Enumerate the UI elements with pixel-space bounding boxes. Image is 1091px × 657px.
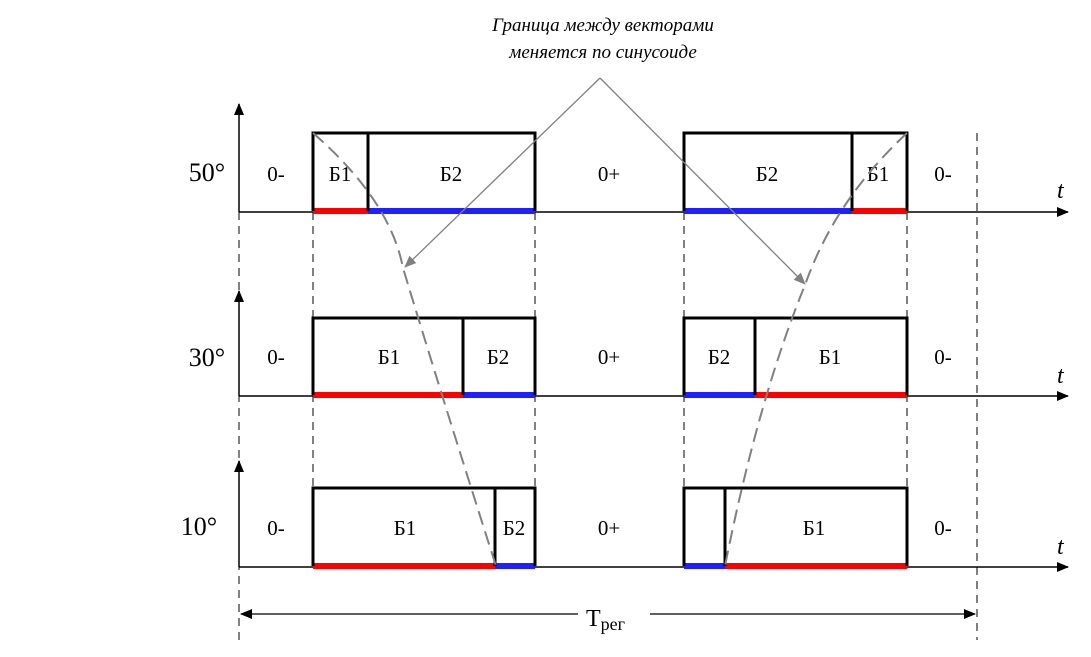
segment-zero-minus: 0- [934, 162, 952, 186]
pulse-outline [682, 316, 909, 395]
segment-b1: Б1 [803, 516, 826, 540]
segment-zero-plus: 0+ [598, 345, 620, 369]
period-symbol: T [586, 606, 601, 632]
row-30: 30° t 0- Б1 Б2 0+ Б2 Б1 0- [189, 290, 1069, 401]
segment-b2: Б2 [503, 516, 526, 540]
segment-b1: Б1 [819, 345, 842, 369]
row-label: 30° [189, 343, 225, 372]
segment-b1: Б1 [329, 162, 352, 186]
segment-zero-minus: 0- [934, 345, 952, 369]
pulse-outline [682, 486, 909, 566]
segment-b1: Б1 [378, 345, 401, 369]
segment-zero-plus: 0+ [598, 162, 620, 186]
segment-b1: Б1 [867, 162, 890, 186]
time-axis-label: t [1057, 178, 1065, 204]
row-10: 10° t 0- Б1 Б2 0+ Б1 0- [181, 460, 1069, 572]
row-label: 10° [181, 512, 217, 541]
period-label: Tрег [586, 606, 625, 634]
segment-zero-minus: 0- [267, 162, 285, 186]
segment-b2: Б2 [440, 162, 463, 186]
segment-b2: Б2 [708, 345, 731, 369]
boundary-curve-right [724, 132, 908, 567]
segment-zero-plus: 0+ [598, 516, 620, 540]
time-axis-label: t [1057, 534, 1065, 560]
annotation-arrow-left [404, 77, 601, 268]
row-50: 50° t 0- Б1 Б2 0+ Б2 Б1 0- [189, 103, 1069, 217]
period-subscript: рег [601, 614, 625, 634]
annotation-line-1: Граница между векторами [491, 15, 714, 36]
boundary-curve-left [312, 132, 497, 567]
annotation-line-2: меняется по синусоиде [508, 42, 697, 63]
segment-b2: Б2 [756, 162, 779, 186]
guide-lines [238, 133, 978, 640]
segment-b2: Б2 [487, 345, 510, 369]
segment-b1: Б1 [394, 516, 417, 540]
period-dimension: Tрег [240, 606, 976, 634]
annotation-arrow-right [599, 77, 806, 285]
pulse-outline [311, 316, 537, 395]
row-label: 50° [189, 158, 225, 187]
segment-zero-minus: 0- [267, 345, 285, 369]
segment-zero-minus: 0- [267, 516, 285, 540]
segment-zero-minus: 0- [934, 516, 952, 540]
pulse-outline [682, 131, 909, 211]
time-axis-label: t [1057, 363, 1065, 389]
pulse-outline [311, 131, 537, 211]
pulse-outline [311, 486, 537, 566]
